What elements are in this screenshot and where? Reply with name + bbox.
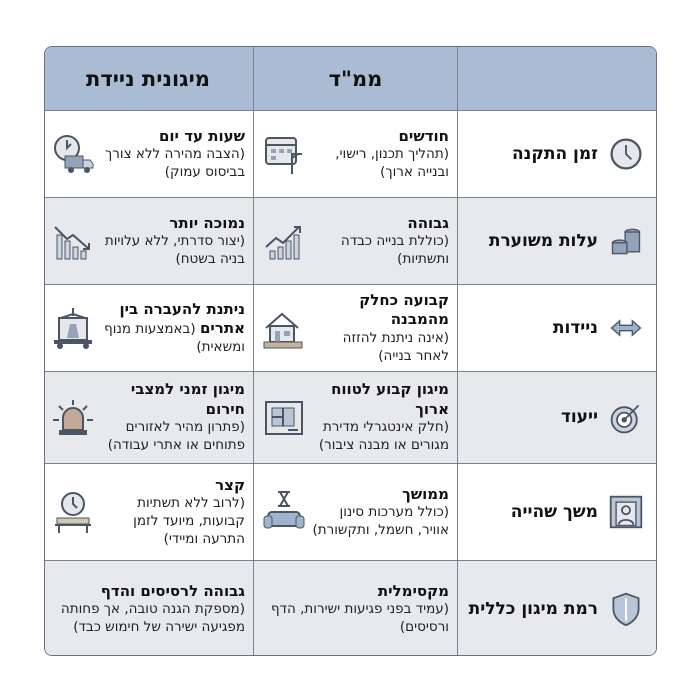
criterion-label: זמן התקנה: [511, 143, 598, 164]
hourglass-sofa-icon: [262, 490, 306, 534]
fixed-text: גבוהה(כוללת בנייה כבדה ותשתיות): [312, 214, 449, 269]
shield-icon: [608, 591, 644, 627]
chart-down-icon: [51, 219, 95, 263]
header-fixed-shelter: ממ"ד: [253, 47, 457, 111]
mobile-text: גבוהה לרסיסים והדף(מספקת הגנה טובה, אך פ…: [51, 582, 245, 637]
fixed-description: (כוללת בנייה כבדה ותשתיות): [340, 233, 449, 267]
house-icon: [262, 306, 306, 350]
double-arrow-icon: [608, 310, 644, 346]
siren-icon: [51, 396, 95, 440]
mobile-description: (הצבה מהירה ללא צורך בביסוס עמוק): [105, 146, 245, 180]
mobile-cell: גבוהה לרסיסים והדף(מספקת הגנה טובה, אך פ…: [45, 561, 253, 655]
criterion-cell: עלות משוערת: [457, 198, 656, 285]
coins-icon: [608, 223, 644, 259]
mobile-cell: שעות עד יום(הצבה מהירה ללא צורך בביסוס ע…: [45, 111, 253, 198]
fixed-text: מקסימלית(עמיד בפני פגיעות ישירות, הדף ור…: [262, 582, 449, 637]
fixed-description: (חלק אינטגרלי מדירת מגורים או מבנה ציבור…: [318, 419, 449, 453]
criterion-label: ניידות: [552, 317, 598, 338]
fixed-cell: ממושך(כולל מערכות סינון אוויר, חשמל, ותק…: [253, 464, 457, 561]
mobile-title: ניתנת להעברה בין אתרים: [119, 299, 245, 338]
fixed-cell: מקסימלית(עמיד בפני פגיעות ישירות, הדף ור…: [253, 561, 457, 655]
mobile-description: (יצור סדרתי, ללא עלויות בניה בשטח): [104, 233, 245, 267]
fixed-description: (אינה ניתנת להזזה לאחר בנייה): [342, 329, 449, 364]
fixed-cell: קבועה כחלק מהמבנה(אינה ניתנת להזזה לאחר …: [253, 285, 457, 372]
header-mobile-shelter: מיגונית ניידת: [45, 47, 253, 111]
mobile-description: (פתרון מהיר לאזורים פתוחים או אתרי עבודה…: [107, 419, 245, 453]
calendar-crane-icon: [262, 132, 306, 176]
fixed-text: חודשים(תהליך תכנון, רישוי, ובנייה ארוך): [312, 127, 449, 182]
mobile-cell: ניתנת להעברה בין אתרים (באמצעות מנוף ומש…: [45, 285, 253, 372]
mobile-title: מיגון זמני למצבי חירום: [130, 380, 245, 418]
mobile-cell: נמוכה יותר(יצור סדרתי, ללא עלויות בניה ב…: [45, 198, 253, 285]
fixed-description: (כולל מערכות סינון אוויר, חשמל, ותקשורת): [312, 504, 449, 538]
criterion-label: ייעוד: [560, 407, 598, 428]
comparison-table: ממ"ד מיגונית ניידת זמן התקנה חודשים(תהליך…: [44, 46, 657, 656]
mobile-text: ניתנת להעברה בין אתרים (באמצעות מנוף ומש…: [101, 300, 245, 357]
mobile-title: גבוהה לרסיסים והדף: [100, 581, 245, 600]
fixed-text: מיגון קבוע לטווח ארוך(חלק אינטגרלי מדירת…: [312, 380, 449, 454]
mobile-cell: מיגון זמני למצבי חירום(פתרון מהיר לאזורי…: [45, 372, 253, 464]
fixed-title: קבועה כחלק מהמבנה: [359, 290, 449, 329]
mobile-text: קצר(לרוב ללא תשתיות קבועות, מיועד לזמן ה…: [101, 476, 245, 548]
fixed-title: גבוהה: [407, 213, 449, 232]
fixed-title: מקסימלית: [377, 581, 449, 600]
target-icon: [608, 400, 644, 436]
criterion-cell: ייעוד: [457, 372, 656, 464]
header-criterion: [457, 47, 656, 111]
fixed-title: חודשים: [398, 126, 449, 145]
fixed-cell: חודשים(תהליך תכנון, רישוי, ובנייה ארוך): [253, 111, 457, 198]
stopwatch-truck-icon: [51, 132, 95, 176]
mobile-description: (לרוב ללא תשתיות קבועות, מיועד לזמן התרע…: [133, 495, 245, 547]
shelter-on-trailer-icon: [51, 306, 95, 350]
clock-icon: [608, 136, 644, 172]
stopwatch-bench-icon: [51, 490, 95, 534]
mobile-title: נמוכה יותר: [169, 213, 245, 232]
fixed-text: קבועה כחלק מהמבנה(אינה ניתנת להזזה לאחר …: [312, 291, 449, 365]
fixed-title: מיגון קבוע לטווח ארוך: [331, 380, 449, 418]
criterion-cell: זמן התקנה: [457, 111, 656, 198]
criterion-label: משך שהייה: [510, 501, 598, 522]
mobile-title: שעות עד יום: [158, 126, 245, 145]
fixed-description: (עמיד בפני פגיעות ישירות, הדף ורסיסים): [270, 601, 449, 635]
fixed-cell: גבוהה(כוללת בנייה כבדה ותשתיות): [253, 198, 457, 285]
mobile-text: שעות עד יום(הצבה מהירה ללא צורך בביסוס ע…: [101, 127, 245, 182]
criterion-label: עלות משוערת: [488, 230, 598, 251]
mobile-text: מיגון זמני למצבי חירום(פתרון מהיר לאזורי…: [101, 380, 245, 454]
criterion-cell: משך שהייה: [457, 464, 656, 561]
criterion-cell: ניידות: [457, 285, 656, 372]
mobile-description: (באמצעות מנוף ומשאית): [104, 321, 245, 355]
blueprint-icon: [262, 396, 306, 440]
fixed-cell: מיגון קבוע לטווח ארוך(חלק אינטגרלי מדירת…: [253, 372, 457, 464]
mobile-title: קצר: [215, 475, 245, 494]
mobile-cell: קצר(לרוב ללא תשתיות קבועות, מיועד לזמן ה…: [45, 464, 253, 561]
fixed-title: ממושך: [402, 484, 449, 503]
criterion-cell: רמת מיגון כללית: [457, 561, 656, 655]
person-frame-icon: [608, 494, 644, 530]
chart-up-icon: [262, 219, 306, 263]
mobile-description: (מספקת הגנה טובה, אך פחותה מפגיעה ישירה …: [60, 601, 245, 635]
mobile-text: נמוכה יותר(יצור סדרתי, ללא עלויות בניה ב…: [101, 214, 245, 269]
fixed-text: ממושך(כולל מערכות סינון אוויר, חשמל, ותק…: [312, 485, 449, 540]
fixed-description: (תהליך תכנון, רישוי, ובנייה ארוך): [335, 146, 449, 180]
criterion-label: רמת מיגון כללית: [468, 598, 598, 619]
